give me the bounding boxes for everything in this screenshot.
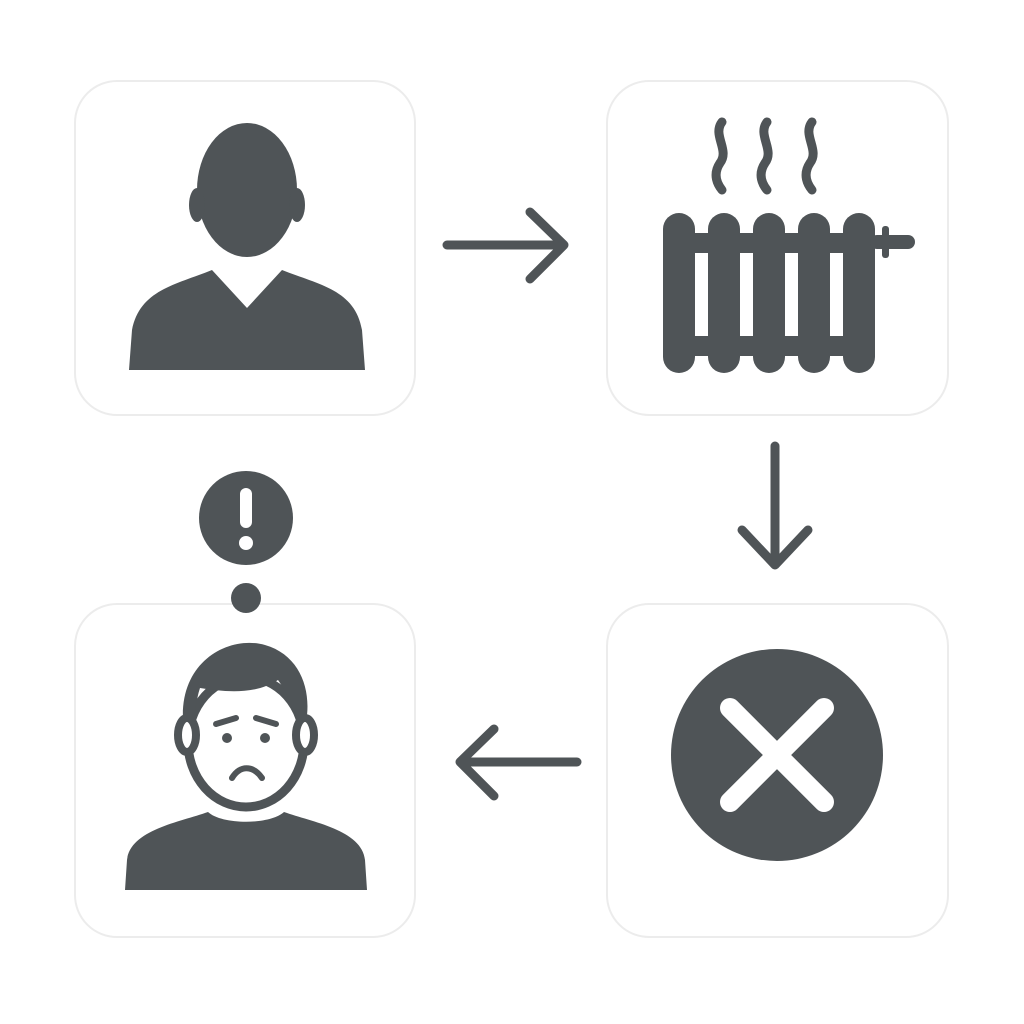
heat-wave-icon — [756, 117, 773, 195]
worried-person-icon — [125, 642, 367, 890]
arrow-right-icon — [442, 207, 569, 284]
arrow-down-icon — [737, 441, 813, 570]
radiator-heat-icon — [663, 117, 915, 373]
heat-wave-icon — [801, 117, 818, 195]
heat-wave-icon — [711, 117, 728, 195]
exclamation-bubble-icon — [199, 471, 293, 613]
x-circle-icon — [671, 649, 883, 861]
arrow-left-icon — [455, 724, 582, 801]
person-icon — [129, 123, 365, 370]
